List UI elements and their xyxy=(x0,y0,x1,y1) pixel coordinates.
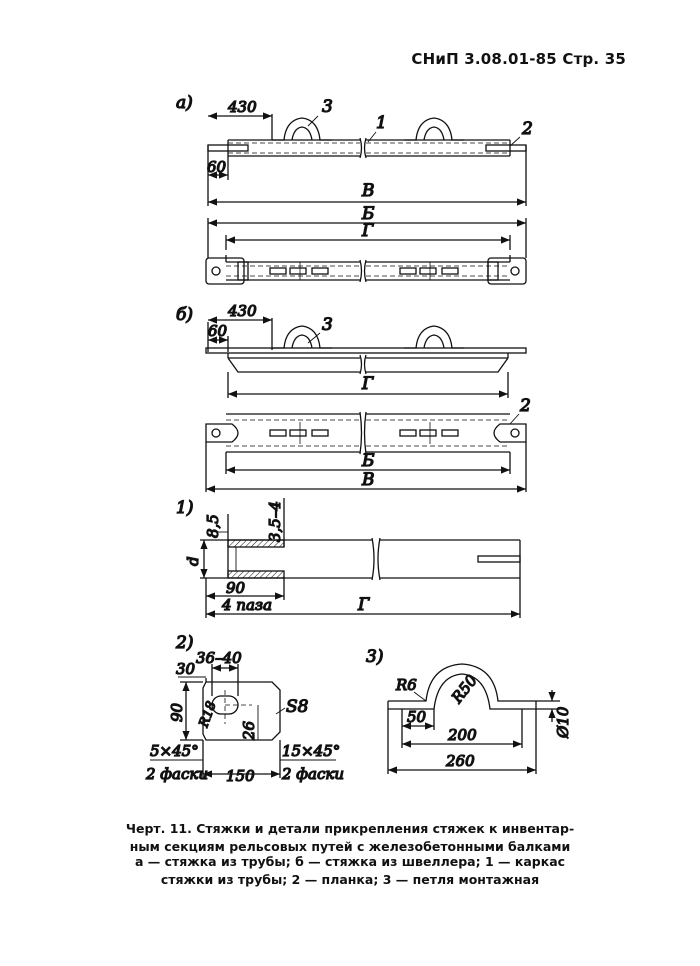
view-b-dim-V: В xyxy=(361,470,375,490)
detail-3-label: 3) xyxy=(366,647,383,667)
view-b-channel xyxy=(205,325,527,375)
detail-1-note-slots: 4 паза xyxy=(221,596,272,614)
view-b-label: б) xyxy=(176,305,193,325)
view-b-dim-B: Б xyxy=(361,451,375,471)
view-a-callout-1: 1 xyxy=(376,113,387,133)
detail-2-chamfer-left-note: 2 фаски xyxy=(145,765,208,783)
detail-2-dim-150: 150 xyxy=(226,767,255,785)
detail-2-dim-s8: S8 xyxy=(286,697,309,717)
detail-2-frame: 2) 36–40 30 90 R18 26 S8 5×45° 2 фаски 1… xyxy=(144,632,344,785)
figure-caption-legend: а — стяжка из трубы; б — стяжка из швелл… xyxy=(112,853,588,889)
detail-2-label: 2) xyxy=(175,633,193,653)
view-b-callout-3: 3 xyxy=(322,315,333,335)
detail-2-dim-r18: R18 xyxy=(196,699,219,730)
detail-3-dim-200: 200 xyxy=(447,726,477,744)
detail-3-dim-260: 260 xyxy=(445,752,475,770)
figure-caption-title: Черт. 11. Стяжки и детали прикрепления с… xyxy=(112,820,588,856)
detail-2-chamfer-left: 5×45° xyxy=(150,742,199,760)
view-b-dim-G: Г xyxy=(361,374,374,394)
detail-1-dim-3-5-4: 3,5–4 xyxy=(266,501,284,542)
document-reference: СНиП 3.08.01-85 Стр. 35 xyxy=(411,50,626,68)
view-a-callout-2: 2 xyxy=(521,119,533,139)
detail-2-dim-36-40: 36–40 xyxy=(196,649,242,667)
view-a-callout-3: 3 xyxy=(322,97,333,117)
detail-1-frame: 1) 8,5 3,5–4 d 90 4 xyxy=(175,497,521,618)
view-b-callout-2: 2 xyxy=(519,396,531,416)
caption-title-line-2: ным секциям рельсовых путей с железобето… xyxy=(129,839,571,854)
detail-2-dim-90: 90 xyxy=(168,702,186,722)
view-a-dim-430: 430 xyxy=(227,98,257,116)
caption-legend-line-1: а — стяжка из трубы; б — стяжка из швелл… xyxy=(134,854,566,869)
view-b-dim-430: 430 xyxy=(227,302,257,320)
detail-3-dim-dia: Ø10 xyxy=(554,706,572,739)
detail-2-chamfer-right-note: 2 фаски xyxy=(281,765,344,783)
view-b: б) 430 60 3 Г xyxy=(175,301,531,493)
detail-1-label: 1) xyxy=(176,498,193,518)
view-a-tube xyxy=(207,117,527,159)
detail-3-dim-r6: R6 xyxy=(395,676,417,694)
caption-legend-line-2: стяжки из трубы; 2 — планка; 3 — петля м… xyxy=(160,872,540,887)
detail-1-dim-90: 90 xyxy=(226,579,246,597)
view-a: а) 430 60 xyxy=(175,92,533,285)
detail-2-chamfer-right: 15×45° xyxy=(282,742,340,760)
detail-3-dim-50: 50 xyxy=(407,708,427,726)
detail-3-frame: 3) R6 R50 50 200 260 Ø10 xyxy=(365,646,573,774)
detail-2-plate xyxy=(202,681,281,741)
caption-title-line-1: Черт. 11. Стяжки и детали прикрепления с… xyxy=(125,821,575,836)
view-a-dim-B: Б xyxy=(361,204,375,224)
detail-1-tube xyxy=(227,537,521,581)
detail-3-loop xyxy=(387,663,537,710)
view-a-dim-G: Г xyxy=(361,221,374,241)
view-a-label: а) xyxy=(176,93,193,113)
view-a-dim-V: В xyxy=(361,181,375,201)
detail-2-dim-30: 30 xyxy=(176,660,196,678)
detail-1-dim-8-5: 8,5 xyxy=(204,514,222,538)
view-b-dim-60: 60 xyxy=(208,322,228,340)
view-b-plan xyxy=(205,411,527,455)
detail-2-dim-26: 26 xyxy=(240,720,258,741)
detail-1-dim-G: Г xyxy=(357,595,370,615)
detail-1-dim-d: d xyxy=(184,556,202,566)
view-a-dim-60: 60 xyxy=(207,158,227,176)
view-a-plan: Б Г xyxy=(205,203,527,285)
